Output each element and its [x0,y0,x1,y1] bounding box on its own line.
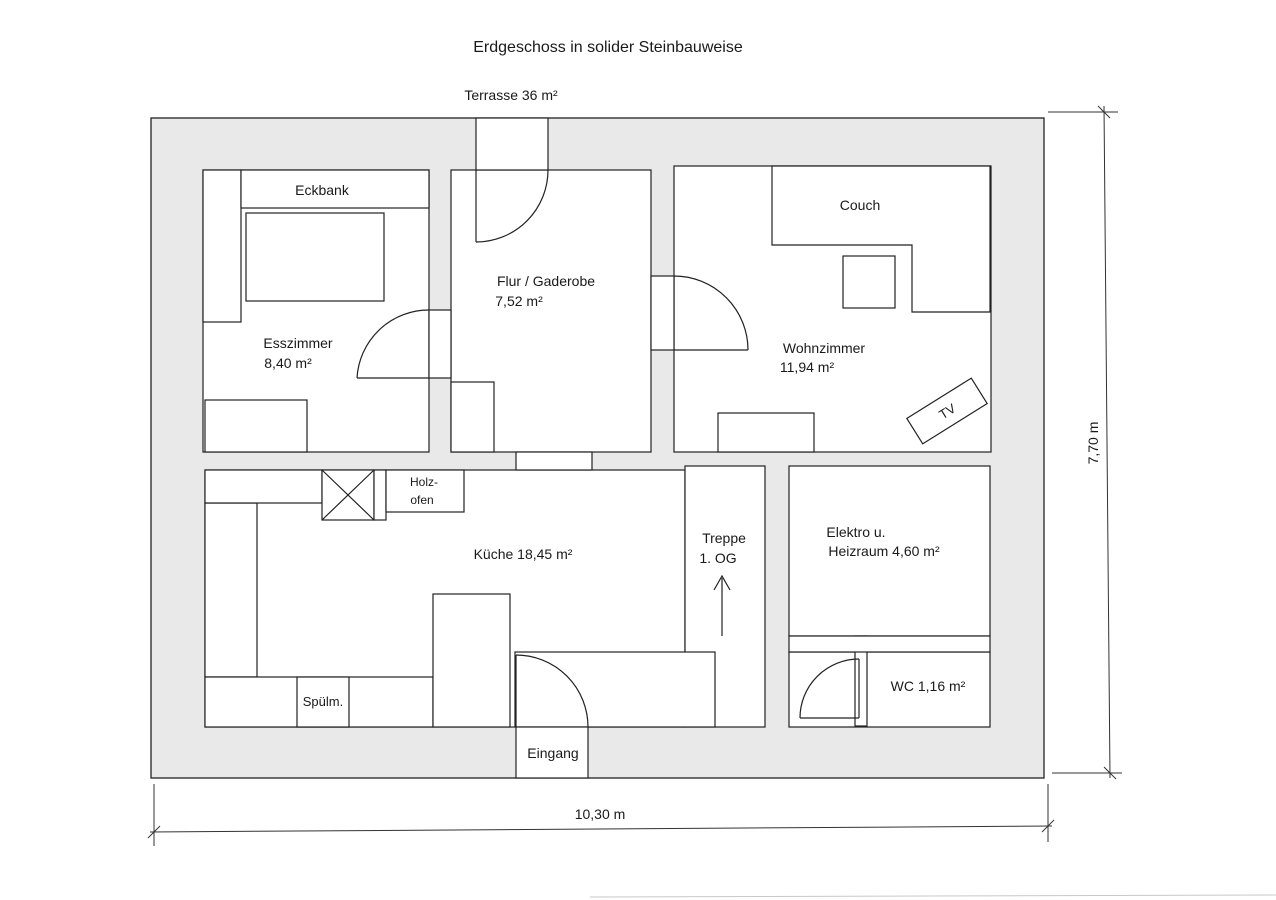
flur-area: 7,52 m² [495,293,543,309]
terrace-door [475,169,549,243]
scan-edge [589,894,1276,898]
wardrobe [450,381,495,453]
wc-wall [788,635,991,653]
couch [771,165,991,313]
room-wc [788,651,991,728]
esszimmer-door-opening [428,309,452,379]
dimension-width [147,784,1055,846]
esszimmer-area: 8,40 m² [264,355,312,371]
wohnzimmer-door [673,275,749,351]
elektro-label-1: Elektro u. [826,524,885,540]
kitchen-extension [514,651,716,728]
terrace-door-opening [475,117,549,171]
eckbank-label: Eckbank [295,182,350,198]
room-elektro [788,465,991,637]
esszimmer-name: Esszimmer [263,335,333,351]
holzofen [385,469,465,513]
dishwasher [296,676,350,728]
kueche-label: Küche 18,45 m² [474,546,573,562]
elektro-label-2: Heizraum 4,60 m² [828,543,940,559]
fridge-cabinet [432,593,511,728]
holzofen-label-1: Holz- [410,475,438,489]
sideboard [204,399,308,453]
tv-board [717,412,815,453]
spuelm-label: Spülm. [303,694,343,709]
wc-label: WC 1,16 m² [891,678,966,694]
tv [905,377,989,445]
counter-left [204,502,258,678]
treppe-label-1: Treppe [702,530,746,546]
eckbank-side [202,169,242,323]
couch-label: Couch [840,197,880,213]
height-label: 7,70 m [1085,422,1101,465]
eckbank-back [240,169,430,209]
wc-door [799,658,860,719]
entrance-door-opening [515,726,589,779]
dining-table [245,212,385,302]
width-label: 10,30 m [575,806,626,822]
stair-arrow [713,574,731,636]
plan-title: Erdgeschoss in solider Steinbauweise [473,39,743,56]
esszimmer-door [356,309,430,379]
flur-name: Flur / Gaderobe [497,273,595,289]
dimension-height [1048,105,1122,780]
wohnzimmer-door-opening [650,275,675,351]
treppe-label-2: 1. OG [699,550,736,566]
kitchen-door-opening [515,451,593,471]
wohnzimmer-area: 11,94 m² [780,359,835,375]
entrance-door [515,654,589,728]
holzofen-label-2: ofen [410,493,433,507]
coffee-table [842,255,896,309]
counter-top-left [204,469,323,504]
terrace-label: Terrasse 36 m² [464,87,558,103]
eingang-label: Eingang [527,745,578,761]
wohnzimmer-name: Wohnzimmer [783,340,866,356]
